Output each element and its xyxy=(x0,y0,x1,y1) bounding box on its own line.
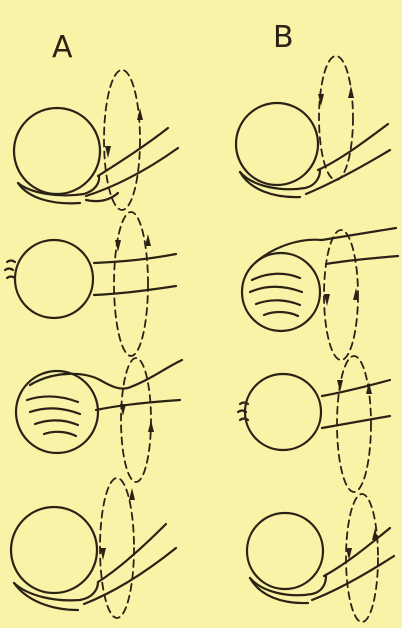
ball xyxy=(236,103,318,185)
fingers xyxy=(27,396,80,436)
panel-a3 xyxy=(16,358,182,482)
ball xyxy=(16,371,98,453)
forearm-lower xyxy=(312,556,394,600)
hand-upper xyxy=(30,360,182,389)
forearm-upper xyxy=(324,528,390,576)
arrow-up xyxy=(129,488,135,500)
forearm-upper xyxy=(322,380,390,396)
panel-b4 xyxy=(247,494,394,622)
arrow-up xyxy=(348,86,354,98)
arrow-up xyxy=(366,382,372,394)
forearm-lower xyxy=(322,416,390,428)
panel-b2 xyxy=(242,228,398,360)
panel-b1 xyxy=(236,56,390,197)
hand-fingers xyxy=(250,578,308,603)
motion-marks xyxy=(5,261,15,279)
ball xyxy=(15,240,93,318)
panel-a1 xyxy=(14,70,178,210)
ball xyxy=(242,253,320,331)
column-label-b: B xyxy=(273,20,294,55)
hand-fingers xyxy=(14,583,78,610)
ball xyxy=(11,507,97,593)
arrow-down xyxy=(105,146,111,158)
panel-a2 xyxy=(5,212,176,356)
arrow-up xyxy=(145,234,151,246)
rotation-loop xyxy=(114,212,148,356)
fingers xyxy=(250,274,302,316)
hand-palm xyxy=(14,582,98,600)
ball xyxy=(14,108,100,194)
column-label-a: A xyxy=(52,30,73,65)
ball xyxy=(247,513,323,589)
forearm-upper xyxy=(94,254,176,263)
forearm-lower xyxy=(306,150,390,194)
panel-a4 xyxy=(11,478,176,618)
arm-upper xyxy=(256,228,396,262)
rotation-loop xyxy=(104,70,140,210)
forearm-lower xyxy=(96,400,180,410)
arm-lower xyxy=(326,256,398,264)
arrow-up xyxy=(148,420,154,432)
forearm-lower xyxy=(94,286,176,295)
arrow-down xyxy=(337,380,343,392)
panel-b3 xyxy=(238,356,390,492)
rotation-loop xyxy=(121,358,151,482)
ball xyxy=(245,374,321,450)
